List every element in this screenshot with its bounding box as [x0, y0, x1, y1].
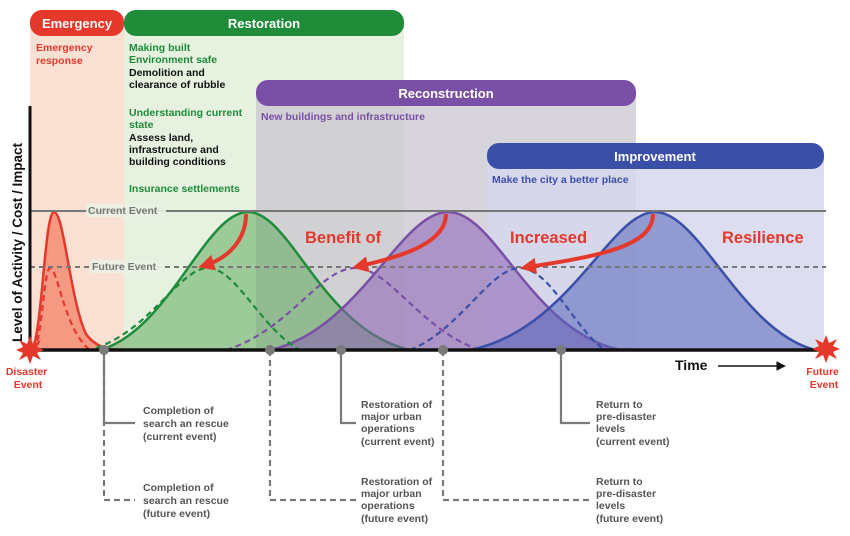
improvement-header-label: Improvement: [614, 149, 696, 164]
emergency-header: [30, 10, 124, 36]
restoration-future-curve: [95, 266, 301, 351]
disaster-event-label: Disaster Event: [6, 366, 50, 391]
restoration-note-safe: Making built Environment safe: [129, 42, 217, 66]
improvement-note: Make the city a better place: [492, 174, 629, 186]
improvement-header: [487, 143, 824, 169]
emergency-note: Emergency response: [36, 42, 96, 67]
reconstruction-header-label: Reconstruction: [398, 86, 493, 101]
milestone-urban-current: Restoration of major urban operations (c…: [361, 399, 435, 448]
milestone-dots: [99, 345, 566, 355]
milestone-search-future: Completion of search an rescue (future e…: [143, 482, 232, 520]
restoration-note-insurance: Insurance settlements: [129, 183, 240, 195]
resilience-label: Resilience: [722, 229, 804, 247]
reconstruction-header: [256, 80, 636, 106]
restoration-header: [124, 10, 404, 36]
future-event-label: Future Event: [92, 261, 157, 273]
milestone-connectors: [102, 350, 590, 502]
disaster-event-star: [16, 336, 44, 364]
restoration-note-assess: Assess land, infrastructure and building…: [129, 132, 226, 168]
milestone-urban-future: Restoration of major urban operations (f…: [361, 476, 435, 525]
benefit-label: Benefit of: [305, 229, 382, 247]
benefit-arrow-1: [198, 213, 248, 271]
benefit-arrow-2: [352, 213, 448, 273]
future-event-star: [812, 335, 840, 363]
restoration-header-label: Restoration: [228, 16, 300, 31]
time-label: Time: [675, 357, 708, 373]
milestone-search-current: Completion of search an rescue (current …: [143, 405, 232, 443]
benefit-arrow-3: [520, 213, 655, 274]
emergency-future-curve: [33, 266, 91, 351]
restoration-note-understanding: Understanding current state: [129, 107, 245, 131]
emergency-header-label: Emergency: [42, 16, 113, 31]
milestone-predisaster-current: Return to pre-disaster levels (current e…: [596, 399, 670, 448]
increased-label: Increased: [510, 229, 587, 247]
reconstruction-note: New buildings and infrastructure: [261, 111, 425, 123]
current-event-label: Current Event: [88, 205, 158, 217]
future-event-label-bottom: Future Event: [806, 366, 842, 391]
y-axis-label: Level of Activity / Cost / Impact: [10, 142, 25, 342]
restoration-note-demolition: Demolition and clearance of rubble: [129, 67, 225, 91]
milestone-predisaster-future: Return to pre-disaster levels (future ev…: [596, 476, 663, 525]
